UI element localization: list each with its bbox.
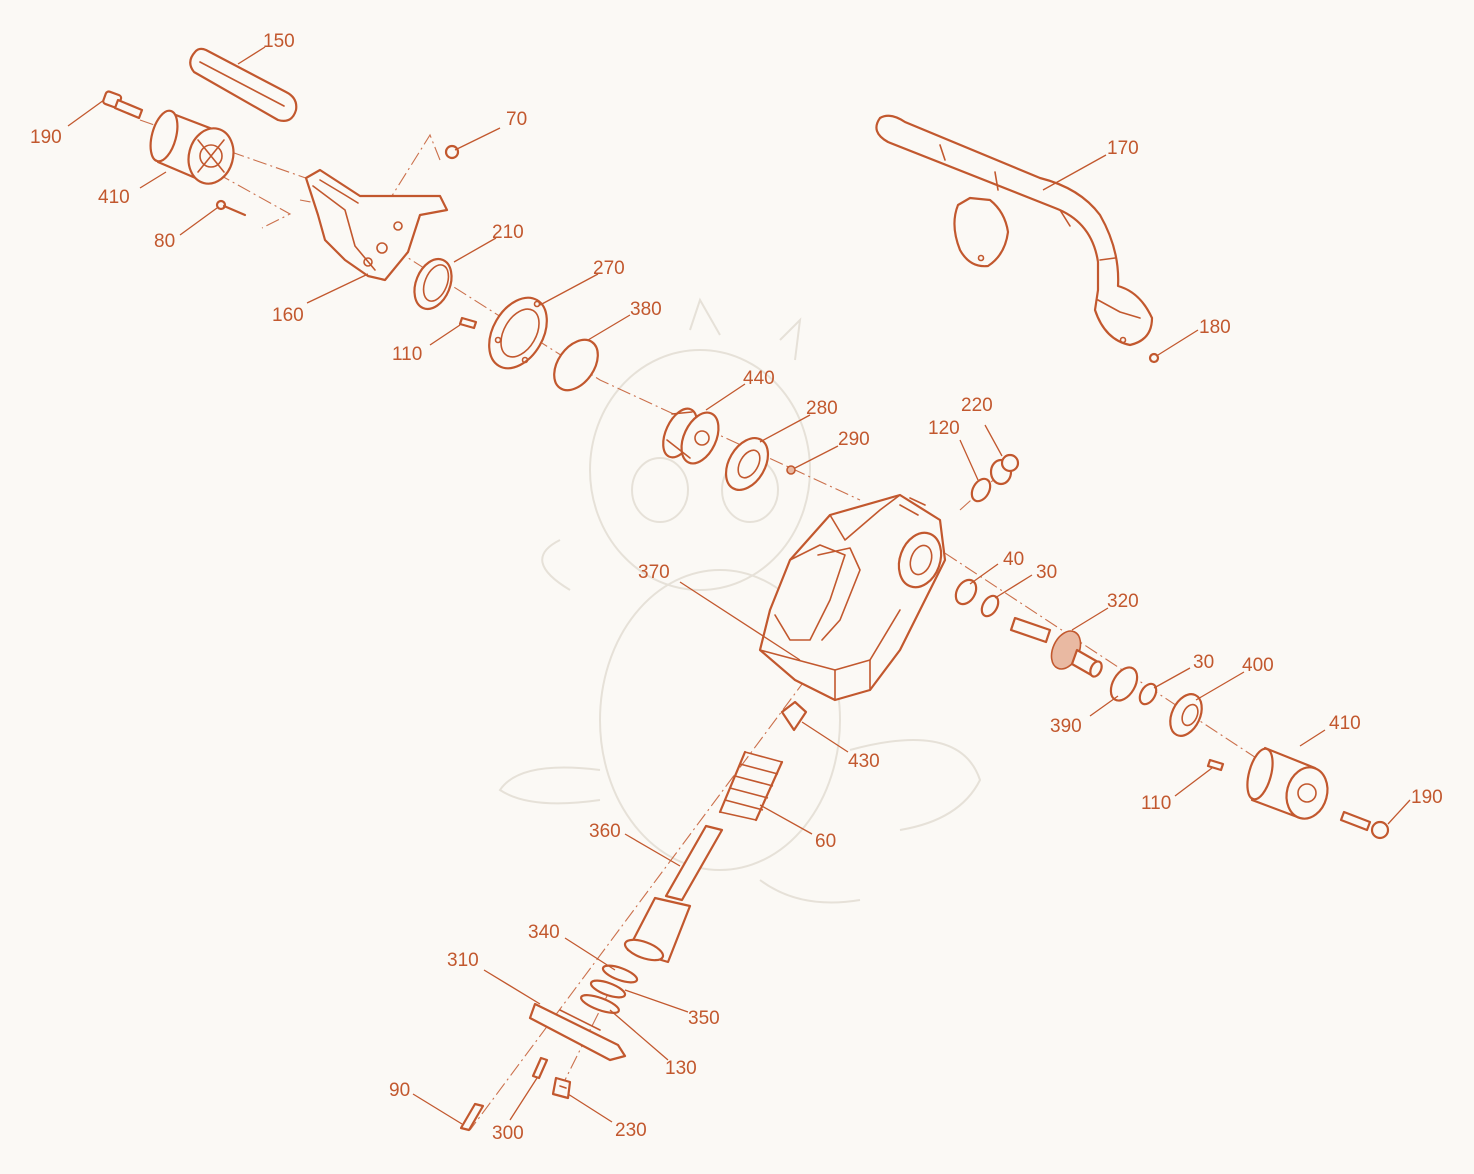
callout-160: 160 (272, 305, 304, 326)
part-220-bushing (989, 453, 1020, 486)
callout-120: 120 (928, 418, 960, 439)
part-440-nut (662, 407, 720, 465)
part-280-washer (724, 437, 770, 491)
part-340-ring (601, 964, 639, 984)
callout-340: 340 (528, 922, 560, 943)
callout-320: 320 (1107, 591, 1139, 612)
callout-370: 370 (638, 562, 670, 583)
callout-430: 430 (848, 751, 880, 772)
part-40-ring (954, 578, 978, 606)
part-190-screw-top (102, 90, 144, 120)
callout-300: 300 (492, 1123, 524, 1144)
part-90-bolt (459, 1102, 485, 1132)
callout-110-top: 110 (392, 344, 422, 365)
callout-80: 80 (154, 231, 175, 252)
part-290-ball (786, 465, 796, 475)
part-170-handle (875, 114, 1154, 347)
part-210-ring (413, 257, 453, 311)
part-300-pin (531, 1056, 549, 1080)
callout-130: 130 (665, 1058, 697, 1079)
part-270-flange (488, 296, 548, 370)
callout-440: 440 (743, 368, 775, 389)
part-120-o-ring (970, 477, 992, 503)
part-150-grip (189, 47, 298, 122)
callout-350: 350 (688, 1008, 720, 1029)
callout-90: 90 (389, 1080, 410, 1101)
callout-150: 150 (263, 31, 295, 52)
part-310-base-plate (528, 1002, 627, 1062)
part-410-roller-top (149, 109, 235, 185)
callout-60: 60 (815, 831, 836, 852)
part-230-nut (551, 1076, 572, 1100)
part-130-ring (579, 994, 621, 1014)
callout-190-lower: 190 (1411, 787, 1443, 808)
callout-410-lower: 410 (1329, 713, 1361, 734)
part-390-clip (1109, 666, 1139, 702)
part-60-spring (718, 750, 784, 822)
callout-180: 180 (1199, 317, 1231, 338)
part-350-ring (589, 979, 627, 999)
callout-270: 270 (593, 258, 625, 279)
part-190-screw-lower (1339, 810, 1390, 840)
part-160-bracket (304, 168, 449, 282)
watermark-figure (498, 297, 982, 904)
callout-230: 230 (615, 1120, 647, 1141)
leader-lines (67, 46, 1411, 1125)
part-30-clip-upper (980, 594, 1000, 618)
callout-280: 280 (806, 398, 838, 419)
part-400-bearing-cap (1169, 693, 1203, 737)
callout-30-lower: 30 (1193, 652, 1214, 673)
callout-220: 220 (961, 395, 993, 416)
part-410-roller-lower (1246, 746, 1329, 820)
part-430-block (780, 700, 808, 732)
part-380-snap-ring (553, 338, 599, 392)
callout-170: 170 (1107, 138, 1139, 159)
callout-380: 380 (630, 299, 662, 320)
callout-360: 360 (589, 821, 621, 842)
part-110-pin-lower (1206, 758, 1225, 772)
callout-400: 400 (1242, 655, 1274, 676)
callout-310: 310 (447, 950, 479, 971)
part-320-pinion-shaft (1009, 616, 1103, 678)
part-370-housing (758, 493, 947, 702)
part-80-bolt (215, 199, 247, 217)
assembly-axes (139, 119, 1321, 1131)
part-360-piston-rod (623, 824, 724, 964)
callout-290: 290 (838, 429, 870, 450)
part-30-clip-lower (1138, 682, 1158, 706)
callout-410-top: 410 (98, 187, 130, 208)
callout-190-top: 190 (30, 127, 62, 148)
callout-labels: 150 190 70 410 80 210 170 160 270 380 11… (30, 31, 1443, 1144)
callout-390: 390 (1050, 716, 1082, 737)
part-70-screw (444, 144, 460, 160)
part-110-pin-top (458, 316, 478, 330)
callout-30-upper: 30 (1036, 562, 1057, 583)
callout-110-lower: 110 (1141, 793, 1171, 814)
callout-40: 40 (1003, 549, 1024, 570)
callout-70: 70 (506, 109, 527, 130)
callout-210: 210 (492, 222, 524, 243)
part-180-screw (1148, 352, 1160, 364)
